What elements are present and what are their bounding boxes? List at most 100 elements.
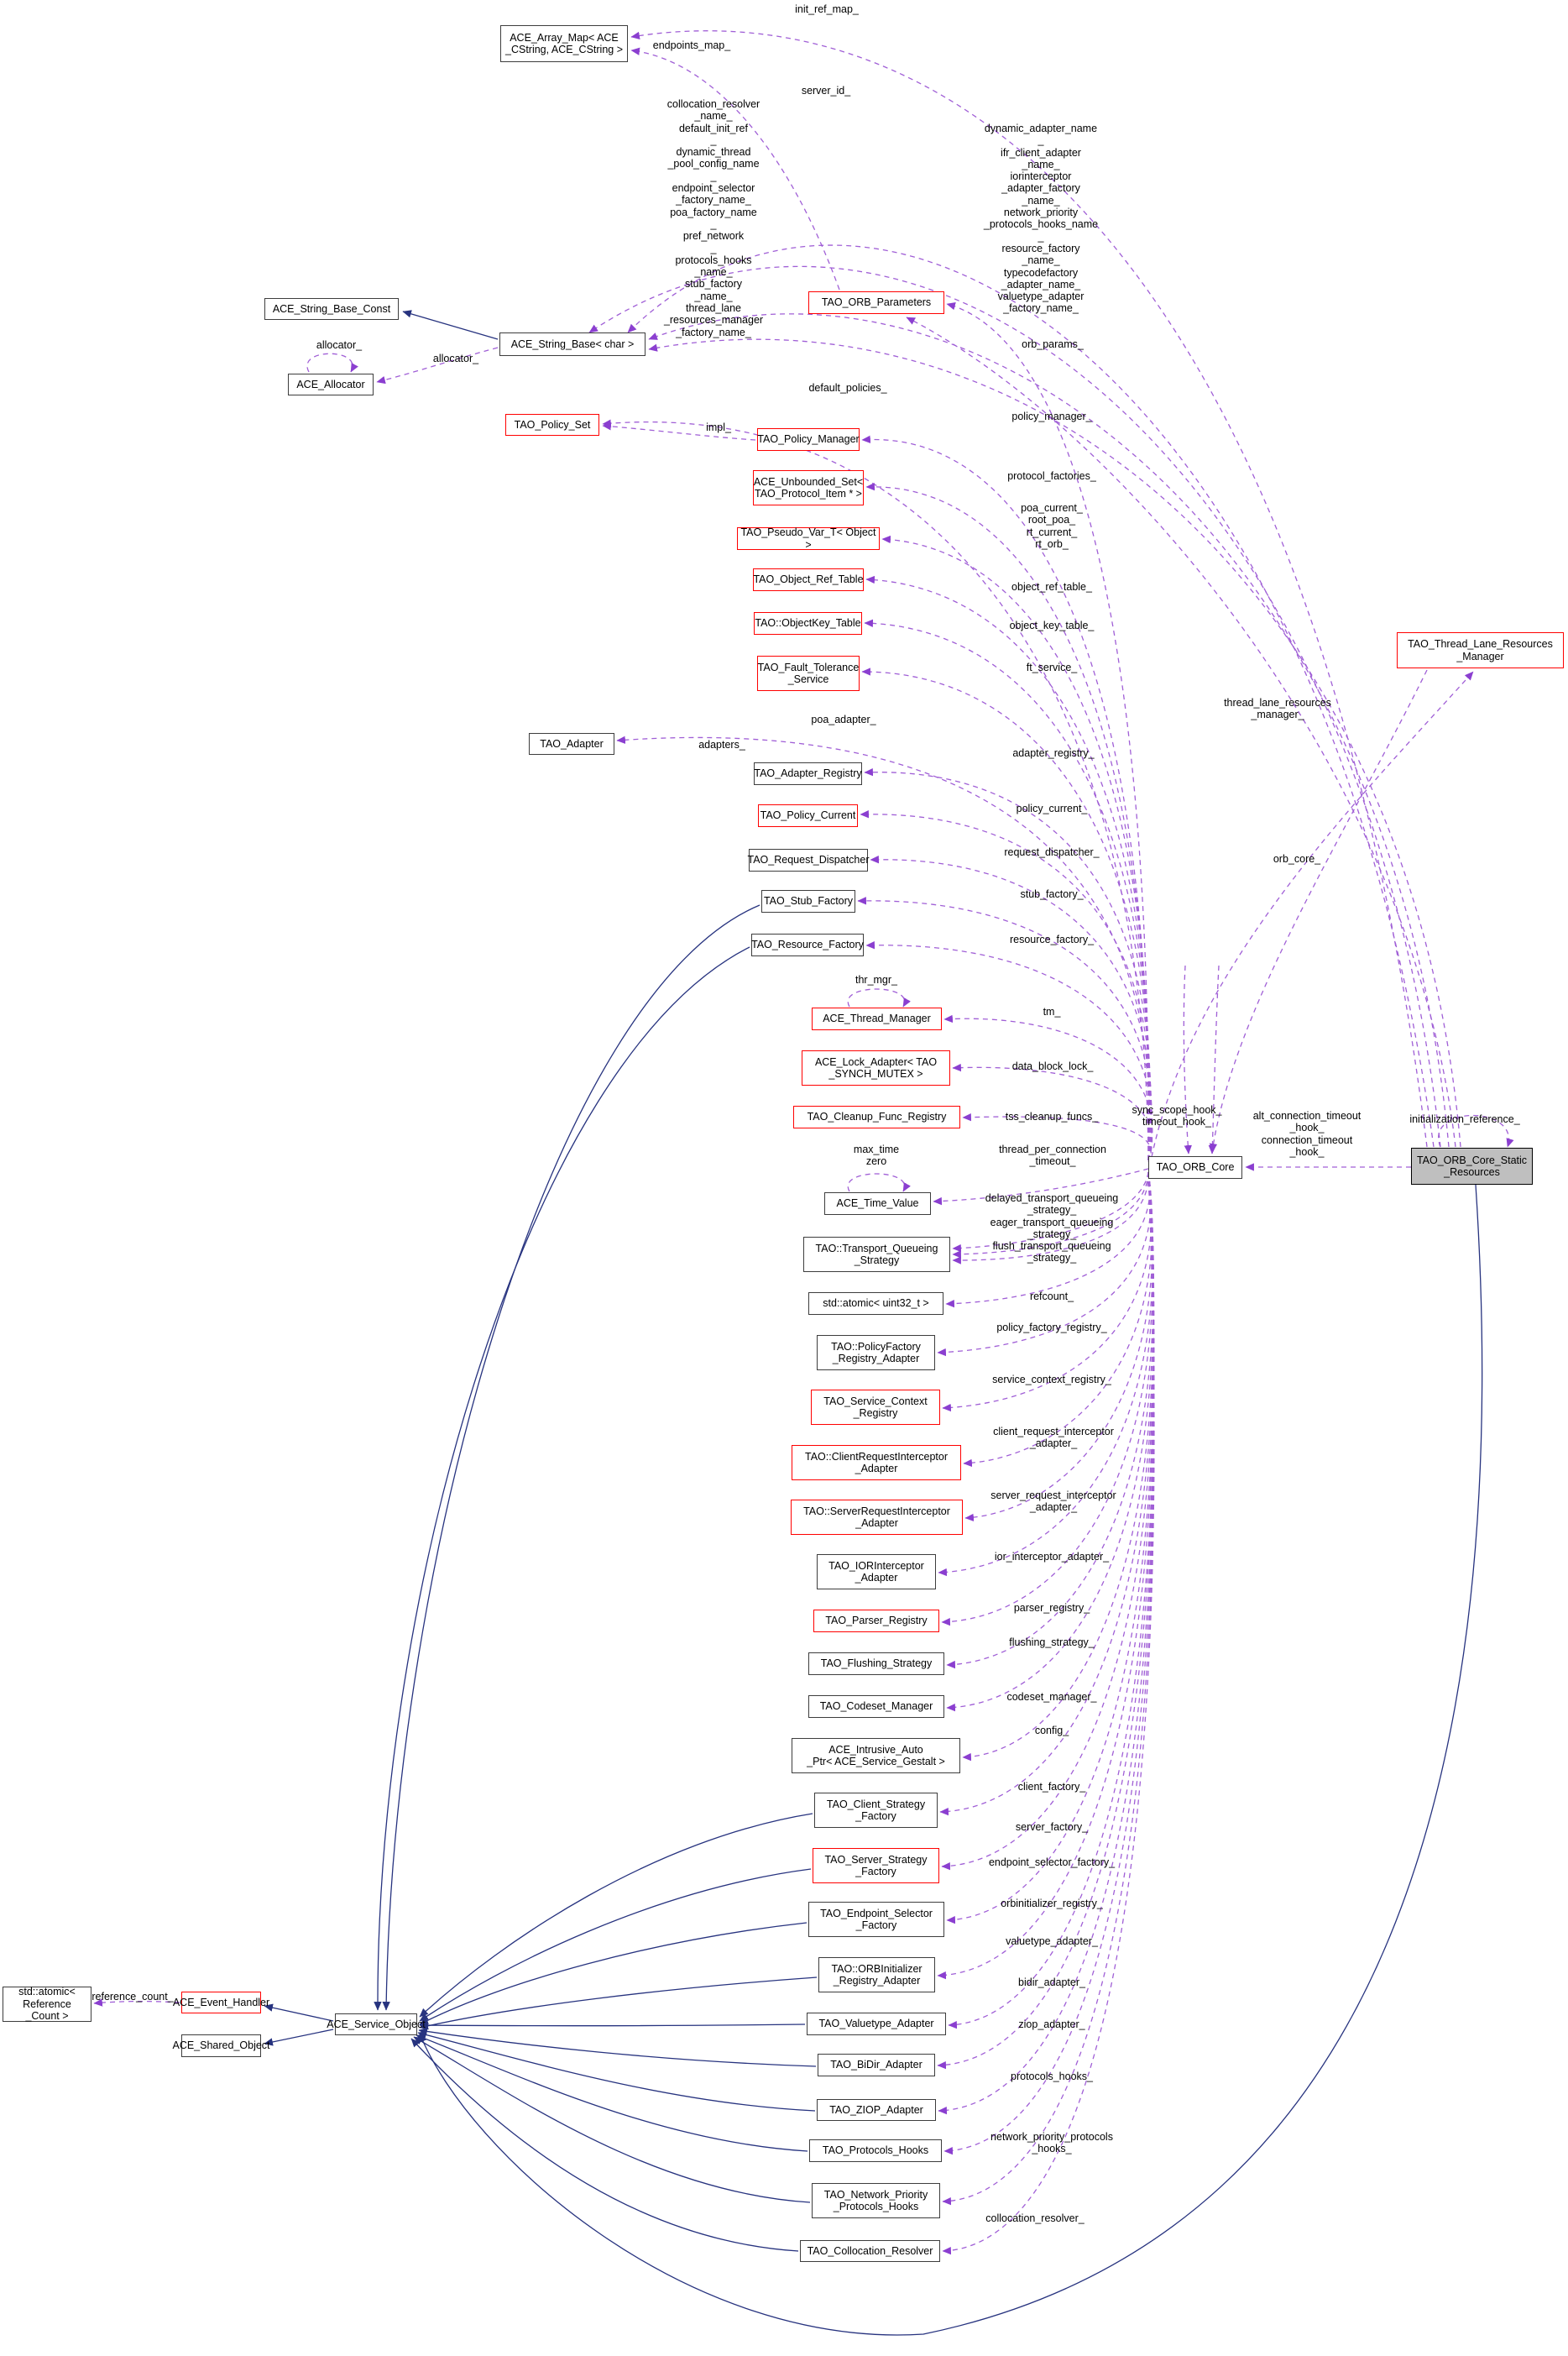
- node-tao-ziop-adapter[interactable]: TAO_ZIOP_Adapter: [817, 2099, 936, 2121]
- node-tao-thread-lane-resources-manager[interactable]: TAO_Thread_Lane_Resources _Manager: [1397, 632, 1564, 668]
- edge-inherit-server-strategy: [419, 1868, 812, 2022]
- node-ace-string-base-const[interactable]: ACE_String_Base_Const: [264, 298, 399, 320]
- edge-label-object-ref-table: object_ref_table_: [1011, 581, 1092, 593]
- edge-name-strings-3: [648, 338, 1461, 1148]
- edge-label-sync-scope-hook: sync_scope_hook_ timeout_hook_: [1132, 1104, 1222, 1128]
- edge-inherit-stub-factory: [382, 904, 760, 2011]
- edge-orb-params-static: [906, 317, 1456, 1148]
- node-std-atomic-uint32[interactable]: std::atomic< uint32_t >: [808, 1292, 943, 1315]
- edge-tm: [943, 1014, 1153, 1161]
- node-std-atomic-reference-count[interactable]: std::atomic< Reference _Count >: [3, 1986, 91, 2022]
- node-tao-resource-factory[interactable]: TAO_Resource_Factory: [751, 934, 864, 956]
- node-ace-array-map[interactable]: ACE_Array_Map< ACE _CString, ACE_CString…: [500, 25, 628, 62]
- node-tao-client-strategy-factory[interactable]: TAO_Client_Strategy _Factory: [814, 1793, 938, 1828]
- edge-label-policy-manager: policy_manager_: [1011, 411, 1092, 422]
- node-ace-allocator[interactable]: ACE_Allocator: [288, 374, 374, 395]
- node-tao-orb-parameters[interactable]: TAO_ORB_Parameters: [808, 291, 944, 314]
- node-tao-orbinitializer-registry-adapter[interactable]: TAO::ORBInitializer _Registry_Adapter: [818, 1957, 935, 1992]
- edge-label-poa-current: poa_current_ root_poa_ rt_current_ rt_or…: [1021, 502, 1083, 550]
- edge-inherit-collocation-resolver: [410, 2038, 799, 2252]
- node-tao-policy-manager[interactable]: TAO_Policy_Manager: [757, 428, 860, 451]
- edge-policy-current: [860, 810, 1152, 1161]
- node-ace-unbounded-set[interactable]: ACE_Unbounded_Set< TAO_Protocol_Item * >: [753, 470, 864, 505]
- node-ace-thread-manager[interactable]: ACE_Thread_Manager: [812, 1008, 942, 1030]
- edge-label-endpoint-selector-factory: endpoint_selector_factory_: [988, 1856, 1116, 1868]
- edge-label-allocator: allocator_: [432, 353, 479, 364]
- node-ace-shared-object[interactable]: ACE_Shared_Object: [172, 2034, 270, 2057]
- node-tao-protocols-hooks[interactable]: TAO_Protocols_Hooks: [809, 2139, 942, 2162]
- edge-thread-per-conn: [933, 1168, 1149, 1206]
- edge-label-network-priority: network_priority_protocols _hooks_: [990, 2131, 1113, 2155]
- node-tao-cleanup-func-registry[interactable]: TAO_Cleanup_Func_Registry: [793, 1106, 960, 1128]
- edge-label-init-ref-map: init_ref_map_: [795, 3, 859, 15]
- edge-label-server-id: server_id_: [801, 85, 851, 97]
- node-tao-network-priority-protocols-hooks[interactable]: TAO_Network_Priority _Protocols_Hooks: [812, 2183, 940, 2218]
- edge-orb-core: [1209, 669, 1428, 1153]
- edge-label-impl: impl_: [706, 421, 731, 433]
- edge-label-poa-adapter: poa_adapter_: [811, 714, 876, 725]
- edge-inherit-bidir: [418, 2027, 817, 2067]
- node-tao-codeset-manager[interactable]: TAO_Codeset_Manager: [808, 1695, 944, 1718]
- edge-label-tss-cleanup-funcs: tss_cleanup_funcs_: [1005, 1111, 1099, 1123]
- node-tao-bidir-adapter[interactable]: TAO_BiDir_Adapter: [818, 2054, 935, 2076]
- edge-label-protocol-factories: protocol_factories_: [1007, 470, 1096, 482]
- edge-label-service-context-registry: service_context_registry_: [992, 1374, 1111, 1385]
- edge-label-thread-per-connection: thread_per_connection _timeout_: [999, 1144, 1106, 1168]
- edge-tss-cleanup-funcs: [962, 1113, 1152, 1163]
- node-tao-server-strategy-factory[interactable]: TAO_Server_Strategy _Factory: [813, 1848, 939, 1883]
- node-tao-policy-set[interactable]: TAO_Policy_Set: [505, 414, 599, 436]
- edge-flushing-strategy: [946, 1171, 1154, 1669]
- edge-label-policy-factory-registry: policy_factory_registry_: [996, 1322, 1107, 1333]
- edge-label-orb-core: orb_core_: [1273, 853, 1321, 865]
- node-ace-string-base-char[interactable]: ACE_String_Base< char >: [499, 332, 645, 356]
- node-tao-serverrequestinterceptor-adapter[interactable]: TAO::ServerRequestInterceptor _Adapter: [791, 1500, 963, 1535]
- node-tao-service-context-registry[interactable]: TAO_Service_Context _Registry: [811, 1390, 940, 1425]
- node-tao-orb-core[interactable]: TAO_ORB_Core: [1148, 1156, 1242, 1179]
- node-tao-stub-factory[interactable]: TAO_Stub_Factory: [761, 890, 855, 913]
- edge-config: [962, 1171, 1155, 1762]
- node-tao-policyfactory-registry-adapter[interactable]: TAO::PolicyFactory _Registry_Adapter: [817, 1335, 935, 1370]
- node-tao-valuetype-adapter[interactable]: TAO_Valuetype_Adapter: [807, 2013, 946, 2035]
- node-tao-fault-tolerance-service[interactable]: TAO_Fault_Tolerance _Service: [757, 656, 860, 691]
- node-tao-adapter[interactable]: TAO_Adapter: [529, 733, 614, 755]
- node-ace-lock-adapter[interactable]: ACE_Lock_Adapter< TAO _SYNCH_MUTEX >: [802, 1050, 950, 1086]
- node-ace-time-value[interactable]: ACE_Time_Value: [824, 1192, 931, 1215]
- edge-label-request-dispatcher: request_dispatcher_: [1004, 846, 1100, 858]
- edge-label-alt-connection-timeout: alt_connection_timeout _hook_ connection…: [1252, 1110, 1362, 1158]
- edge-label-protocols-hooks: protocols_hooks_: [1011, 2071, 1093, 2082]
- node-tao-flushing-strategy[interactable]: TAO_Flushing_Strategy: [808, 1652, 944, 1675]
- edge-label-reference-count: reference_count_: [91, 1991, 174, 2003]
- node-ace-intrusive-auto-ptr[interactable]: ACE_Intrusive_Auto _Ptr< ACE_Service_Ges…: [792, 1738, 960, 1773]
- edge-label-valuetype-adapter: valuetype_adapter_: [1006, 1935, 1098, 1947]
- node-ace-event-handler[interactable]: ACE_Event_Handler: [173, 1992, 269, 2013]
- edge-timeout-hook: [1208, 965, 1220, 1154]
- node-tao-clientrequestinterceptor-adapter[interactable]: TAO::ClientRequestInterceptor _Adapter: [792, 1445, 961, 1480]
- edge-inherit-client-strategy: [419, 1813, 813, 2018]
- edge-default-policies: [602, 419, 1149, 1161]
- node-tao-object-ref-table[interactable]: TAO_Object_Ref_Table: [753, 568, 864, 591]
- node-tao-objectkey-table[interactable]: TAO::ObjectKey_Table: [754, 612, 862, 635]
- node-tao-transport-queueing-strategy[interactable]: TAO::Transport_Queueing _Strategy: [803, 1237, 950, 1272]
- edge-refcount: [945, 1171, 1151, 1308]
- node-tao-policy-current[interactable]: TAO_Policy_Current: [758, 804, 858, 827]
- node-ace-service-object[interactable]: ACE_Service_Object: [327, 2013, 426, 2035]
- node-tao-collocation-resolver[interactable]: TAO_Collocation_Resolver: [800, 2240, 940, 2262]
- node-tao-parser-registry[interactable]: TAO_Parser_Registry: [813, 1610, 939, 1632]
- edge-policy-factory-registry: [937, 1171, 1152, 1357]
- edge-label-default-policies: default_policies_: [808, 382, 887, 394]
- node-tao-request-dispatcher[interactable]: TAO_Request_Dispatcher: [748, 849, 870, 872]
- node-tao-iorinterceptor-adapter[interactable]: TAO_IORInterceptor _Adapter: [817, 1554, 936, 1589]
- edge-inherit-string-base-const: [402, 310, 499, 340]
- edge-poa-adapter: [616, 736, 1151, 1161]
- edge-thread-lane-resources-manager: [1151, 671, 1474, 1158]
- edge-data-block-lock: [952, 1063, 1153, 1161]
- node-tao-orb-core-static-resources[interactable]: TAO_ORB_Core_Static _Resources: [1411, 1148, 1533, 1185]
- node-tao-adapter-registry[interactable]: TAO_Adapter_Registry: [754, 762, 862, 785]
- edge-label-codeset-manager: codeset_manager_: [1006, 1691, 1097, 1703]
- edge-inherit-ziop: [417, 2030, 816, 2112]
- edge-label-client-factory: client_factory_: [1017, 1781, 1086, 1793]
- edge-eager-queueing: [952, 1171, 1149, 1259]
- edge-collocation-resolver: [942, 1171, 1155, 2255]
- node-tao-endpoint-selector-factory[interactable]: TAO_Endpoint_Selector _Factory: [808, 1902, 944, 1937]
- node-tao-pseudo-var[interactable]: TAO_Pseudo_Var_T< Object >: [737, 526, 880, 551]
